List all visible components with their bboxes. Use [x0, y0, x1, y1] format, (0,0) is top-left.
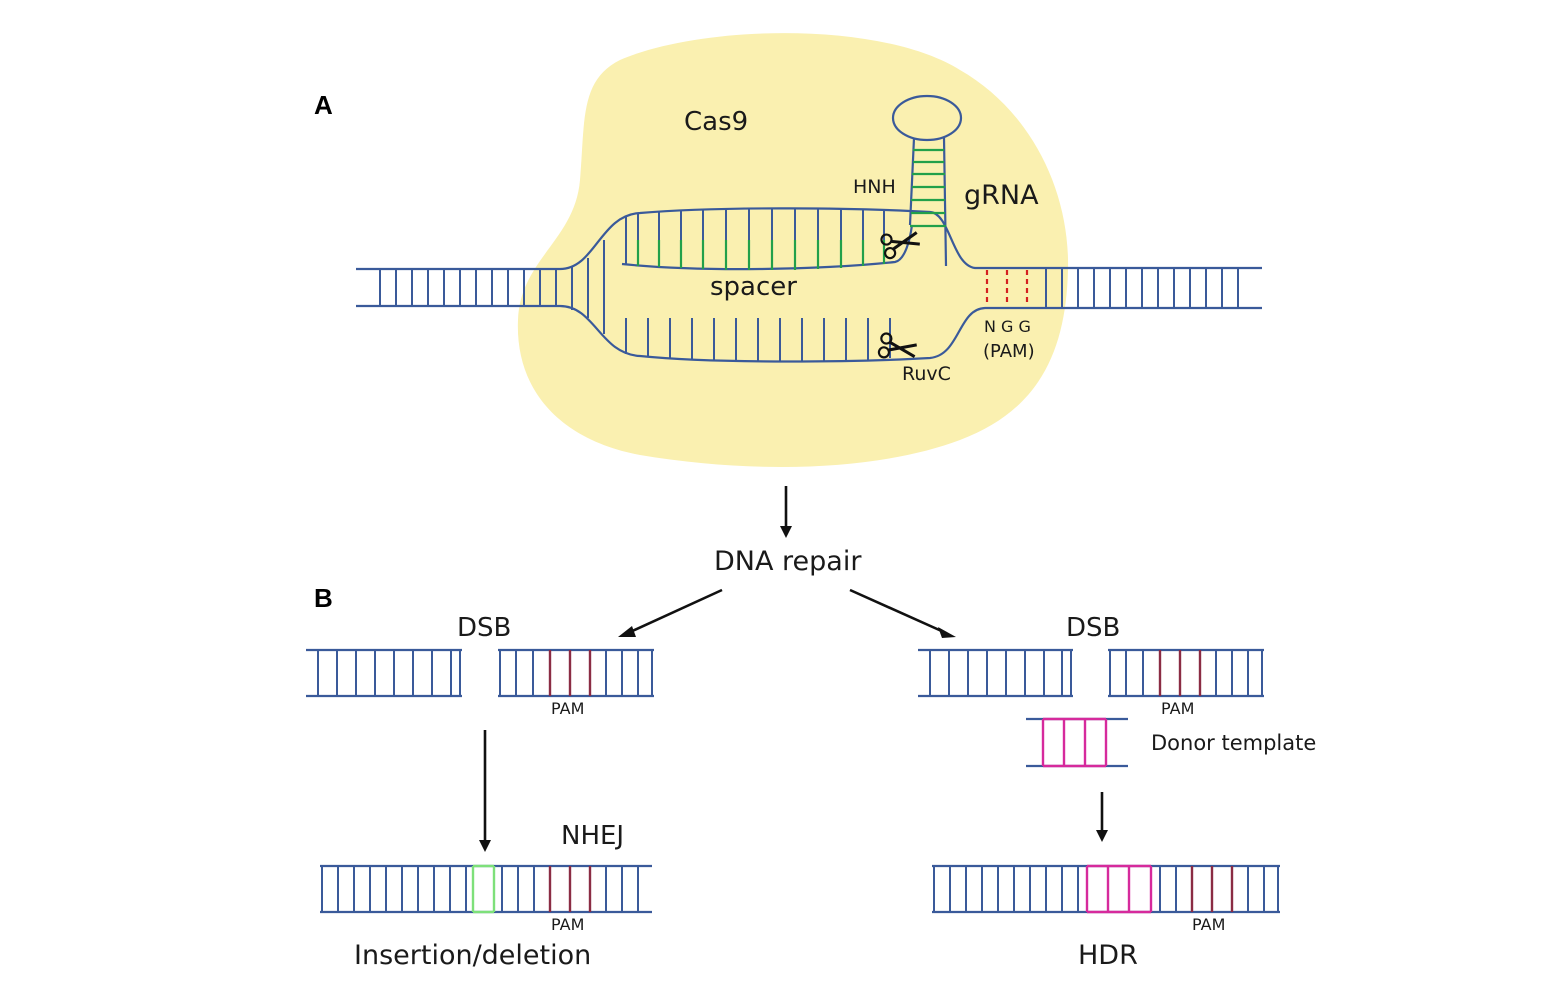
donor-template-label: Donor template: [1151, 731, 1316, 755]
pam-sequence-label: N G G: [984, 317, 1031, 336]
dna-repair-title: DNA repair: [714, 546, 862, 577]
left-duplex-rungs: [379, 240, 605, 334]
hnh-label: HNH: [853, 176, 896, 198]
dsb-fragment-left-b: [498, 648, 654, 698]
cas9-label: Cas9: [684, 107, 748, 137]
cas9-protein-blob: [517, 33, 1069, 467]
dsb-fragment-left-a: [306, 648, 462, 698]
pam-label-left-result: PAM: [551, 915, 584, 934]
right-duplex-rungs: [1045, 268, 1239, 308]
arrow-diagonal-icon-left: [618, 588, 723, 637]
non-target-rungs: [625, 318, 891, 362]
dna-top-strand: [356, 207, 1262, 271]
pam-label-right-result: PAM: [1192, 915, 1225, 934]
spacer-pairing-rungs: [625, 208, 886, 270]
pam-site-marks: [985, 270, 1029, 306]
dsb-fragment-right-b: [1108, 648, 1264, 698]
hdr-outcome-label: HDR: [1078, 940, 1138, 971]
nhej-label: NHEJ: [561, 821, 624, 851]
arrow-down-icon-left: [479, 730, 491, 852]
arrow-down-icon-right: [1096, 792, 1108, 842]
pam-label-left-dsb: PAM: [551, 699, 584, 718]
dsb-label-left: DSB: [457, 613, 511, 643]
grna-label: gRNA: [964, 180, 1039, 211]
pam-label-right-dsb: PAM: [1161, 699, 1194, 718]
arrow-diagonal-icon-right: [849, 588, 956, 638]
scissors-icon-ruvc: [877, 332, 917, 359]
donor-template-dna: [1026, 717, 1128, 768]
grna-hairpin: [891, 94, 963, 267]
indel-outcome-label: Insertion/deletion: [354, 940, 591, 971]
pam-label: (PAM): [983, 341, 1035, 362]
hdr-result-dna: [932, 864, 1280, 914]
nhej-result-dna: [320, 864, 652, 914]
dsb-label-right: DSB: [1066, 613, 1120, 643]
ruvc-label: RuvC: [902, 363, 951, 385]
panel-b-letter: B: [314, 583, 333, 613]
arrow-down-icon: [780, 486, 792, 538]
spacer-label: spacer: [710, 272, 797, 302]
dsb-fragment-right-a: [918, 648, 1073, 698]
panel-a-letter: A: [314, 90, 333, 120]
scissors-icon-hnh: [880, 231, 920, 260]
